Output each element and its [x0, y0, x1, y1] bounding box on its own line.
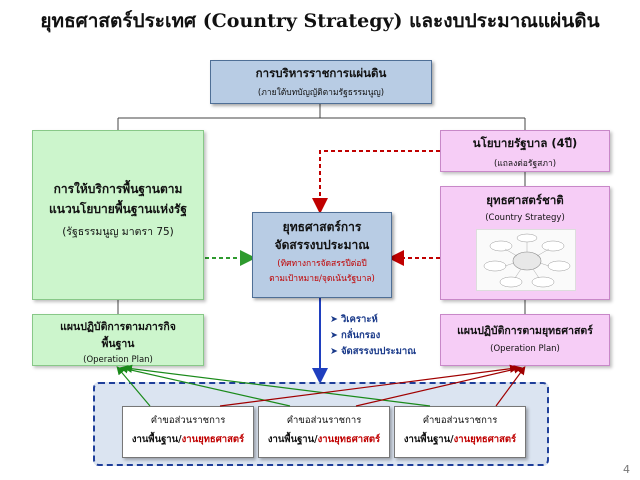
basic-plan-line2: พื้นฐาน — [101, 338, 135, 350]
government-policy-subtitle: (แถลงต่อรัฐสภา) — [493, 159, 557, 169]
strategy-operation-plan-box: แผนปฏิบัติการตามยุทธศาสตร์ (Operation Pl… — [440, 314, 610, 366]
strategy-diagram-image — [476, 229, 576, 291]
basic-services-box: การให้บริการพื้นฐานตาม แนวนโยบายพื้นฐานแ… — [32, 130, 204, 300]
arrow-bullet-icon: ➤ — [330, 346, 338, 357]
national-strategy-title: ยุทธศาสตร์ชาติ — [486, 193, 564, 207]
agency-request-box: คำขอส่วนราชการ งานพื้นฐาน/งานยุทธศาสตร์ — [394, 406, 526, 458]
process-steps-list: ➤วิเคราะห์ ➤กลั่นกรอง ➤จัดสรรงบประมาณ — [330, 312, 440, 360]
arrow-bullet-icon: ➤ — [330, 330, 338, 341]
basic-plan-line1: แผนปฏิบัติการตามภารกิจ — [60, 321, 176, 333]
strategy-plan-sub: (Operation Plan) — [490, 344, 560, 354]
arrow-bullet-icon: ➤ — [330, 314, 338, 325]
agency-request-types: งานพื้นฐาน/งานยุทธศาสตร์ — [403, 434, 517, 445]
agency-request-box: คำขอส่วนราชการ งานพื้นฐาน/งานยุทธศาสตร์ — [122, 406, 254, 458]
government-policy-box: นโยบายรัฐบาล (4ปี) (แถลงต่อรัฐสภา) — [440, 130, 610, 172]
government-policy-title: นโยบายรัฐบาล (4ปี) — [472, 136, 578, 150]
government-admin-title: การบริหารราชการแผ่นดิน — [255, 66, 387, 80]
page-number: 4 — [623, 463, 630, 476]
budget-strategy-box: ยุทธศาสตร์การ จัดสรรงบประมาณ (ทิศทางการจ… — [252, 212, 392, 298]
budget-strategy-line2: จัดสรรงบประมาณ — [274, 238, 370, 252]
budget-strategy-line1: ยุทธศาสตร์การ — [282, 220, 362, 234]
government-admin-box: การบริหารราชการแผ่นดิน (ภายใต้บทบัญญัติต… — [210, 60, 432, 104]
agency-request-title: คำขอส่วนราชการ — [150, 415, 226, 426]
budget-strategy-sub2: ตามเป้าหมาย/จุดเน้นรัฐบาล) — [269, 274, 375, 284]
process-step: ➤กลั่นกรอง — [330, 330, 381, 341]
basic-services-line1: การให้บริการพื้นฐานตาม — [53, 182, 183, 196]
basic-plan-sub: (Operation Plan) — [83, 355, 153, 365]
agency-request-title: คำขอส่วนราชการ — [422, 415, 498, 426]
tree-lines — [117, 104, 526, 314]
red-dashed-arrow-policy — [312, 150, 440, 214]
agency-request-types: งานพื้นฐาน/งานยุทธศาสตร์ — [131, 434, 245, 445]
strategy-plan-title: แผนปฏิบัติการตามยุทธศาสตร์ — [457, 325, 593, 337]
basic-operation-plan-box: แผนปฏิบัติการตามภารกิจ พื้นฐาน (Operatio… — [32, 314, 204, 366]
basic-services-line2: แนวนโยบายพื้นฐานแห่งรัฐ — [49, 202, 187, 216]
page-title: ยุทธศาสตร์ประเทศ (Country Strategy) และง… — [40, 10, 600, 32]
budget-strategy-sub1: (ทิศทางการจัดสรรปีต่อปี — [277, 259, 367, 269]
national-strategy-box: ยุทธศาสตร์ชาติ (Country Strategy) — [440, 186, 610, 300]
national-strategy-subtitle: (Country Strategy) — [485, 213, 565, 223]
process-step: ➤จัดสรรงบประมาณ — [330, 346, 417, 357]
agency-request-title: คำขอส่วนราชการ — [286, 415, 362, 426]
process-step: ➤วิเคราะห์ — [330, 314, 378, 325]
agency-request-types: งานพื้นฐาน/งานยุทธศาสตร์ — [267, 434, 381, 445]
government-admin-subtitle: (ภายใต้บทบัญญัติตามรัฐธรรมนูญ) — [257, 88, 385, 98]
agency-request-box: คำขอส่วนราชการ งานพื้นฐาน/งานยุทธศาสตร์ — [258, 406, 390, 458]
basic-services-sub: (รัฐธรรมนูญ มาตรา 75) — [62, 226, 174, 238]
